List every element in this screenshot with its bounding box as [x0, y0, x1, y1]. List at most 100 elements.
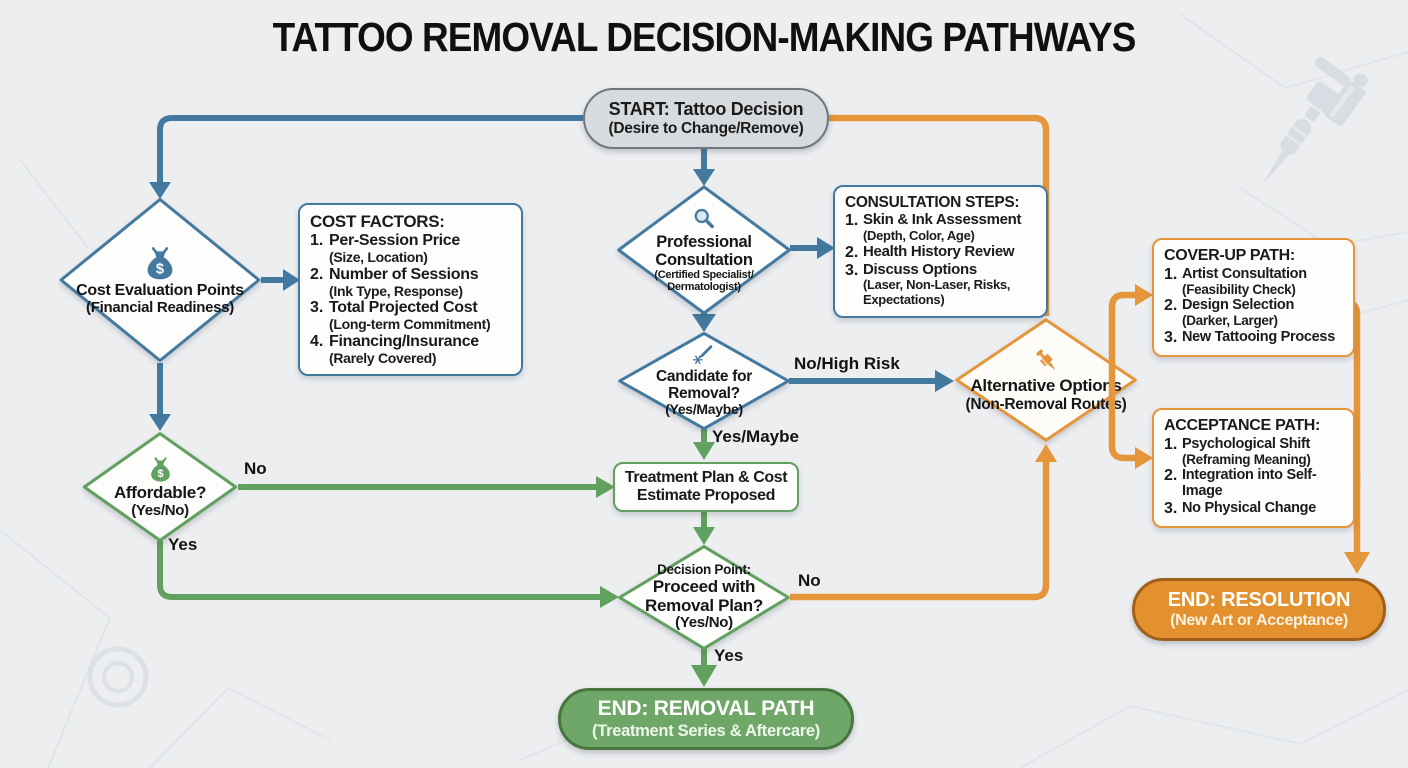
- list-item: 2. Health History Review: [845, 242, 1037, 262]
- professional-consultation-label2: Consultation: [655, 250, 753, 269]
- diamond-shape: [82, 432, 238, 542]
- treatment-plan-line1: Treatment Plan & Cost: [624, 469, 788, 487]
- list-item-main: Total Projected Cost: [329, 299, 478, 317]
- cover-up-path-box: COVER-UP PATH: 1. Artist Consultation(Fe…: [1152, 238, 1355, 357]
- circle-watermark: [87, 646, 149, 708]
- list-item-sub: (Size, Location): [329, 248, 428, 265]
- list-item-main: Health History Review: [863, 242, 1015, 260]
- list-item: 1. Artist Consultation(Feasibility Check…: [1164, 266, 1344, 297]
- list-item-main: New Tattooing Process: [1182, 328, 1335, 345]
- professional-consultation-sublabel2: Dermatologist): [667, 281, 741, 294]
- list-item-number: 3.: [1164, 328, 1178, 346]
- list-item-main: Integration into Self-Image: [1182, 467, 1317, 500]
- list-item-sub: (Laser, Non-Laser, Risks, Expectations): [863, 277, 1011, 307]
- list-item-number: 4.: [310, 332, 324, 350]
- list-item-main: Discuss Options: [863, 260, 977, 278]
- list-item: 3. Discuss Options(Laser, Non-Laser, Ris…: [845, 260, 1037, 308]
- list-item-number: 2.: [310, 265, 324, 283]
- list-item-main: Design Selection: [1182, 297, 1295, 314]
- alternative-options-diamond: Alternative Options (Non-Removal Routes): [954, 318, 1138, 442]
- start-node: START: Tattoo Decision (Desire to Change…: [583, 88, 829, 149]
- magnifier-icon: [692, 207, 716, 231]
- list-item-number: 3.: [845, 261, 859, 279]
- list-item-sub: (Rarely Covered): [329, 349, 437, 366]
- list-item-main: Number of Sessions: [329, 265, 479, 283]
- money-bag-icon: $: [147, 455, 174, 482]
- list-item: 3. New Tattooing Process: [1164, 329, 1344, 347]
- list-item-number: 1.: [845, 212, 859, 230]
- candidate-diamond: Candidate for Removal? (Yes/Maybe): [617, 332, 791, 430]
- start-node-line1: START: Tattoo Decision: [608, 99, 804, 120]
- svg-text:$: $: [156, 261, 164, 277]
- list-item: 3. No Physical Change: [1164, 500, 1344, 518]
- list-item-number: 2.: [1164, 467, 1178, 485]
- cost-evaluation-label: Cost Evaluation Points: [76, 281, 244, 299]
- list-item-sub: (Ink Type, Response): [329, 282, 463, 299]
- end-removal-line2: (Treatment Series & Aftercare): [592, 721, 820, 740]
- tattoo-machine-icon: [1032, 347, 1060, 375]
- decision-point-diamond: Decision Point: Proceed with Removal Pla…: [617, 545, 791, 650]
- consultation-steps-box: CONSULTATION STEPS: 1. Skin & Ink Assess…: [833, 185, 1048, 318]
- list-item-number: 2.: [1164, 297, 1178, 315]
- list-item-main: Per-Session Price: [329, 232, 460, 250]
- list-item-sub: (Feasibility Check): [1182, 282, 1296, 298]
- cost-evaluation-diamond: $ Cost Evaluation Points (Financial Read…: [58, 197, 262, 363]
- alternative-options-sublabel: (Non-Removal Routes): [965, 395, 1127, 413]
- diamond-shape: [58, 197, 262, 363]
- acceptance-path-box: ACCEPTANCE PATH: 1. Psychological Shift(…: [1152, 408, 1355, 528]
- end-removal-node: END: REMOVAL PATH (Treatment Series & Af…: [558, 688, 854, 750]
- candidate-sublabel: (Yes/Maybe): [665, 401, 743, 418]
- list-item-sub: (Depth, Color, Age): [863, 228, 975, 244]
- list-item-main: Skin & Ink Assessment: [863, 211, 1022, 229]
- decision-point-label2: Proceed with: [652, 576, 756, 596]
- page-title: TATTOO REMOVAL DECISION-MAKING PATHWAYS: [272, 14, 1137, 60]
- list-item-number: 2.: [845, 243, 859, 261]
- treatment-plan-box: Treatment Plan & Cost Estimate Proposed: [613, 462, 799, 512]
- start-node-line2: (Desire to Change/Remove): [608, 119, 804, 137]
- list-item-main: Financing/Insurance: [329, 332, 479, 350]
- list-item-number: 3.: [310, 299, 324, 317]
- diamond-shape: [954, 318, 1138, 442]
- list-item-sub: (Reframing Meaning): [1182, 452, 1311, 468]
- candidate-label1: Candidate for: [656, 368, 752, 386]
- list-item-main: Psychological Shift: [1182, 435, 1311, 452]
- list-item: 2. Integration into Self-Image: [1164, 467, 1344, 499]
- diamond-shape: [617, 545, 791, 650]
- candidate-label2: Removal?: [668, 385, 740, 403]
- list-item: 2. Design Selection(Darker, Larger): [1164, 297, 1344, 328]
- cost-factors-title: COST FACTORS:: [310, 212, 445, 231]
- end-resolution-line1: END: RESOLUTION: [1167, 588, 1351, 611]
- list-item: 1. Per-Session Price(Size, Location): [310, 232, 512, 266]
- acceptance-path-title: ACCEPTANCE PATH:: [1164, 417, 1321, 434]
- list-item-main: No Physical Change: [1182, 499, 1316, 516]
- consultation-steps-title: CONSULTATION STEPS:: [845, 194, 1020, 211]
- list-item-number: 1.: [1164, 435, 1178, 453]
- affordable-label: Affordable?: [113, 482, 207, 502]
- list-item-number: 1.: [310, 232, 324, 250]
- tattoo-machine-watermark: [1262, 56, 1368, 185]
- professional-consultation-diamond: Professional Consultation (Certified Spe…: [616, 185, 792, 315]
- end-resolution-node: END: RESOLUTION (New Art or Acceptance): [1132, 578, 1386, 641]
- end-removal-line1: END: REMOVAL PATH: [597, 697, 815, 721]
- affordable-sublabel: (Yes/No): [131, 501, 189, 519]
- cost-factors-box: COST FACTORS: 1. Per-Session Price(Size,…: [298, 203, 523, 377]
- cover-up-path-title: COVER-UP PATH:: [1164, 247, 1295, 264]
- edge-label-no-high-risk: No/High Risk: [794, 354, 900, 373]
- list-item-number: 3.: [1164, 499, 1178, 517]
- money-bag-icon: $: [142, 244, 178, 280]
- decision-point-label3: Removal Plan?: [645, 595, 763, 615]
- professional-consultation-sublabel1: (Certified Specialist/: [654, 269, 754, 282]
- svg-text:$: $: [157, 468, 163, 480]
- decision-point-label1: Decision Point:: [657, 562, 751, 578]
- professional-consultation-label1: Professional: [656, 232, 752, 251]
- list-item: 1. Psychological Shift(Reframing Meaning…: [1164, 436, 1344, 467]
- edge-label-decision-yes: Yes: [714, 646, 744, 665]
- diamond-shape: [617, 332, 791, 430]
- treatment-plan-line2: Estimate Proposed: [636, 487, 776, 504]
- end-resolution-line2: (New Art or Acceptance): [1170, 611, 1348, 629]
- laser-icon: [693, 344, 715, 366]
- list-item: 3. Total Projected Cost(Long-term Commit…: [310, 299, 512, 333]
- edge-label-affordable-yes: Yes: [168, 535, 198, 554]
